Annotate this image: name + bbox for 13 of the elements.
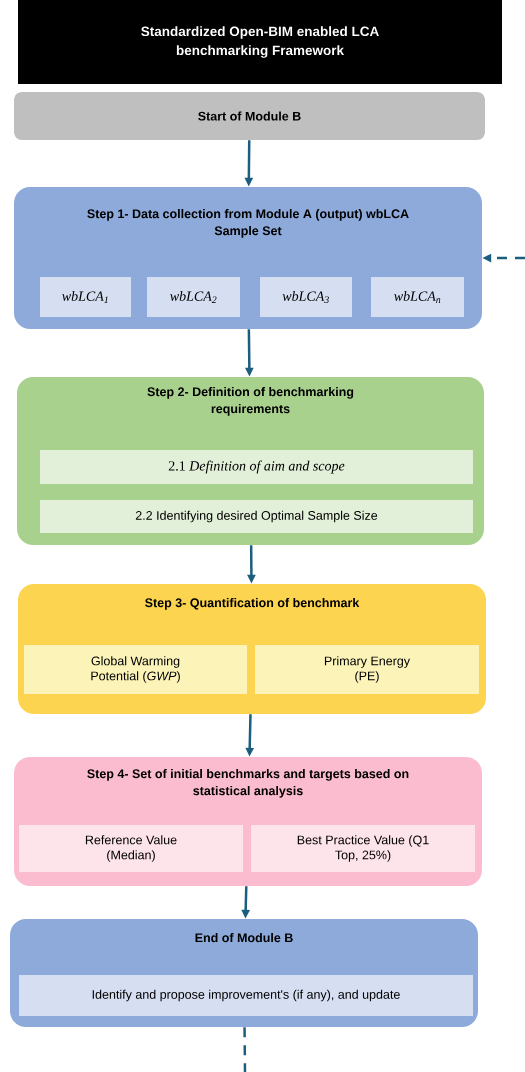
indicator-box: Global Warming Potential (GWP) — [24, 645, 247, 694]
sample-box: wbLCA$_{2}$ — [147, 277, 240, 317]
value-box: Reference Value (Median) — [19, 825, 243, 872]
sample-box: wbLCA$_{3}$ — [260, 277, 352, 317]
sample-box: wbLCA$_{1}$ — [40, 277, 131, 317]
sample-box: wbLCA$_{n}$ — [371, 277, 464, 317]
title-banner: Standardized Open-BIM enabled LCA benchmarking Framework — [18, 0, 502, 84]
sub-step-box: 2.1 Definition of aim and scope — [40, 450, 473, 484]
action-box: Identify and propose improvement's (if any), and update — [19, 975, 473, 1016]
indicator-box: Primary Energy (PE) — [255, 645, 479, 694]
start-box: Start of Module B — [14, 92, 485, 140]
value-box: Best Practice Value (Q1 Top, 25%) — [251, 825, 475, 872]
sub-step-box: 2.2 Identifying desired Optimal Sample Size — [40, 500, 473, 533]
